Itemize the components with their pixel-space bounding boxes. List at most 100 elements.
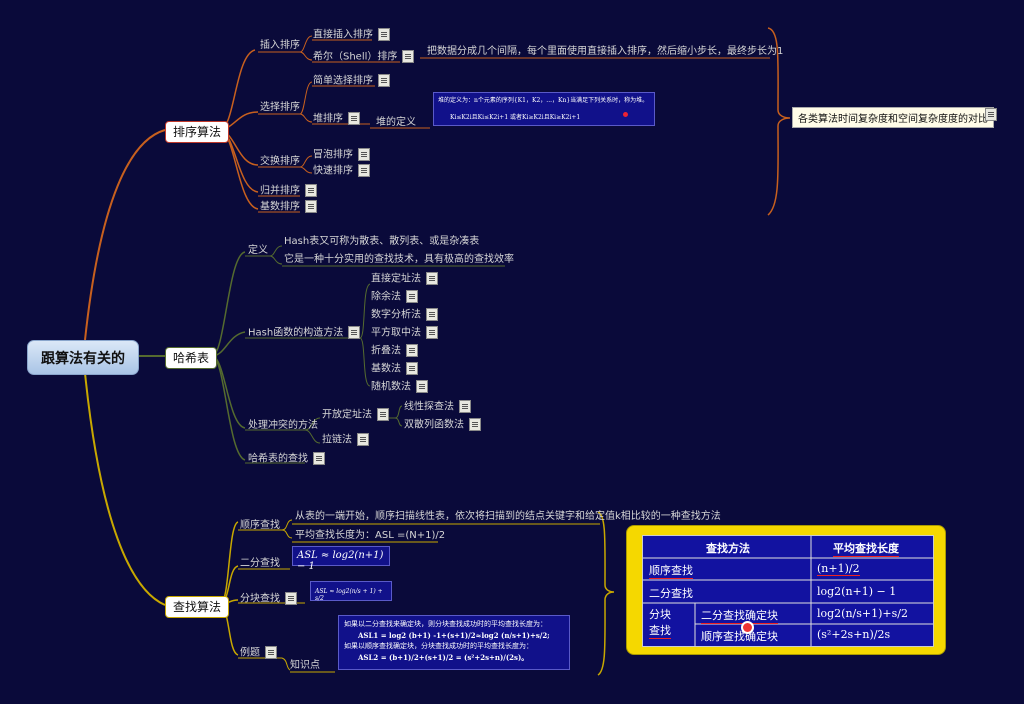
seq-desc-2: 平均查找长度为：ASL =(N+1)/2 bbox=[295, 530, 446, 541]
node-exchange-sort[interactable]: 交换排序 bbox=[260, 156, 300, 167]
note-icon[interactable] bbox=[406, 344, 418, 357]
node-shell-sort[interactable]: 希尔（Shell）排序 bbox=[313, 50, 415, 64]
hash-method-item[interactable]: 除余法 bbox=[371, 290, 418, 304]
table-cell-binary-asl: log2(n+1) − 1 bbox=[817, 585, 897, 598]
note-icon[interactable] bbox=[426, 272, 438, 285]
note-icon[interactable] bbox=[358, 164, 370, 177]
block-formula: ASL ≈ log2(n/s + 1) + s/2 bbox=[310, 581, 392, 602]
note-icon[interactable] bbox=[305, 200, 317, 213]
note-icon[interactable] bbox=[305, 184, 317, 197]
note-icon[interactable] bbox=[348, 326, 361, 339]
node-collision[interactable]: 处理冲突的方法 bbox=[248, 420, 318, 431]
node-bubble-sort[interactable]: 冒泡排序 bbox=[313, 148, 370, 162]
node-seq-search[interactable]: 顺序查找 bbox=[240, 520, 280, 531]
node-heap-sort[interactable]: 堆排序 bbox=[313, 112, 360, 126]
hash-method-item[interactable]: 数字分析法 bbox=[371, 308, 438, 322]
node-simple-select-label: 简单选择排序 bbox=[313, 75, 373, 87]
shell-description: 把数据分成几个间隔，每个里面使用直接插入排序，然后缩小步长，最终步长为1 bbox=[427, 46, 784, 57]
note-icon[interactable] bbox=[313, 452, 325, 465]
node-hash-lookup[interactable]: 哈希表的查找 bbox=[248, 452, 325, 466]
branch-hash[interactable]: 哈希表 bbox=[165, 347, 218, 369]
node-block-search[interactable]: 分块查找 bbox=[240, 592, 297, 606]
branch-sort[interactable]: 排序算法 bbox=[165, 121, 230, 143]
node-chaining[interactable]: 拉链法 bbox=[322, 433, 369, 447]
complexity-label: 各类算法时间复杂度和空间复杂度度的对比 bbox=[798, 114, 988, 125]
search-comparison-panel: 查找方法 平均查找长度 顺序查找 (n+1)/2 二分查找 log2(n+1) … bbox=[626, 525, 946, 655]
node-select-sort[interactable]: 选择排序 bbox=[260, 102, 300, 113]
note-icon[interactable] bbox=[378, 74, 390, 87]
note-icon[interactable] bbox=[377, 408, 389, 421]
hash-method-item[interactable]: 直接定址法 bbox=[371, 272, 438, 286]
cursor-marker bbox=[741, 621, 754, 634]
example-formula-image: 如果以二分查找来确定块，则分块查找成功时的平均查找长度为： ASL1 = log… bbox=[338, 615, 570, 670]
hash-method-label: 数字分析法 bbox=[371, 309, 421, 321]
note-icon[interactable] bbox=[348, 112, 360, 125]
node-simple-select[interactable]: 简单选择排序 bbox=[313, 74, 390, 88]
note-icon[interactable] bbox=[285, 592, 297, 605]
node-hash-construct[interactable]: Hash函数的构造方法 bbox=[248, 326, 361, 340]
note-icon[interactable] bbox=[985, 108, 997, 121]
note-icon[interactable] bbox=[406, 290, 418, 303]
hash-method-label: 基数法 bbox=[371, 363, 401, 375]
node-linear-probe[interactable]: 线性探查法 bbox=[404, 400, 471, 414]
node-direct-insert[interactable]: 直接插入排序 bbox=[313, 28, 390, 42]
note-icon[interactable] bbox=[406, 362, 418, 375]
node-quick-sort[interactable]: 快速排序 bbox=[313, 164, 370, 178]
node-open-addressing[interactable]: 开放定址法 bbox=[322, 408, 389, 422]
table-header-method: 查找方法 bbox=[706, 542, 750, 555]
note-icon[interactable] bbox=[357, 433, 369, 446]
table-cell-seq: 顺序查找 bbox=[649, 564, 693, 579]
node-knowledge[interactable]: 知识点 bbox=[290, 660, 320, 671]
note-icon[interactable] bbox=[426, 326, 438, 339]
node-example[interactable]: 例题 bbox=[240, 646, 277, 660]
node-double-hash-label: 双散列函数法 bbox=[404, 419, 464, 431]
hash-method-label: 折叠法 bbox=[371, 345, 401, 357]
note-icon[interactable] bbox=[416, 380, 428, 393]
hash-method-label: 随机数法 bbox=[371, 381, 411, 393]
hash-method-item[interactable]: 随机数法 bbox=[371, 380, 428, 394]
node-quick-sort-label: 快速排序 bbox=[313, 165, 353, 177]
node-hash-def[interactable]: 定义 bbox=[248, 245, 268, 256]
node-heap-def[interactable]: 堆的定义 bbox=[376, 117, 416, 128]
note-icon[interactable] bbox=[469, 418, 481, 431]
hash-method-label: 直接定址法 bbox=[371, 273, 421, 285]
example-line4: ASL2 = (b+1)/2+(s+1)/2 = (s²+2s+n)/(2s)。 bbox=[358, 653, 529, 662]
table-cell-block-binary-asl: log2(n/s+1)+s/2 bbox=[817, 607, 908, 620]
node-double-hash[interactable]: 双散列函数法 bbox=[404, 418, 481, 432]
table-cell-block-2: 查找 bbox=[649, 624, 671, 639]
hash-method-item[interactable]: 平方取中法 bbox=[371, 326, 438, 340]
table-cell-block-binary: 二分查找确定块 bbox=[701, 609, 778, 624]
node-binary-search[interactable]: 二分查找 bbox=[240, 558, 280, 569]
node-shell-sort-label: 希尔（Shell）排序 bbox=[313, 51, 398, 63]
note-icon[interactable] bbox=[459, 400, 471, 413]
node-merge-sort-label: 归并排序 bbox=[260, 185, 300, 197]
heap-formula-line2: Ki≤K2i且Ki≤K2i+1 或者Ki≥K2i且Ki≥K2i+1 bbox=[450, 114, 581, 121]
table-cell-block: 分块 bbox=[649, 608, 671, 621]
note-icon[interactable] bbox=[426, 308, 438, 321]
note-icon[interactable] bbox=[358, 148, 370, 161]
node-direct-insert-label: 直接插入排序 bbox=[313, 29, 373, 41]
table-grid bbox=[643, 536, 933, 646]
red-dot-marker bbox=[623, 112, 628, 117]
node-insert-sort[interactable]: 插入排序 bbox=[260, 40, 300, 51]
note-icon[interactable] bbox=[402, 50, 415, 63]
node-radix-sort[interactable]: 基数排序 bbox=[260, 200, 317, 214]
note-icon[interactable] bbox=[265, 646, 277, 659]
note-icon[interactable] bbox=[378, 28, 390, 41]
node-bubble-sort-label: 冒泡排序 bbox=[313, 149, 353, 161]
table-header-asl: 平均查找长度 bbox=[833, 542, 899, 557]
heap-formula-image: 堆的定义为：n个元素的序列{K1，K2，...，Kn}当满足下列关系时，称为堆。… bbox=[433, 92, 655, 126]
hash-method-item[interactable]: 基数法 bbox=[371, 362, 418, 376]
example-line2: ASL1 = log2 (b+1) -1+(s+1)/2≈log2 (n/s+1… bbox=[358, 631, 550, 640]
node-merge-sort[interactable]: 归并排序 bbox=[260, 184, 317, 198]
example-line1: 如果以二分查找来确定块，则分块查找成功时的平均查找长度为： bbox=[344, 620, 547, 628]
table-cell-seq-asl: (n+1)/2 bbox=[817, 562, 860, 576]
branch-search[interactable]: 查找算法 bbox=[165, 596, 230, 618]
node-heap-sort-label: 堆排序 bbox=[313, 113, 343, 125]
root-node[interactable]: 跟算法有关的 bbox=[27, 340, 139, 375]
complexity-compare-node[interactable]: 各类算法时间复杂度和空间复杂度度的对比 bbox=[792, 107, 994, 128]
node-linear-probe-label: 线性探查法 bbox=[404, 401, 454, 413]
table-cell-block-seq-asl: (s²+2s+n)/2s bbox=[817, 628, 891, 641]
hash-def-line1: Hash表又可称为散表、散列表、或是杂凑表 bbox=[284, 236, 480, 247]
hash-method-item[interactable]: 折叠法 bbox=[371, 344, 418, 358]
